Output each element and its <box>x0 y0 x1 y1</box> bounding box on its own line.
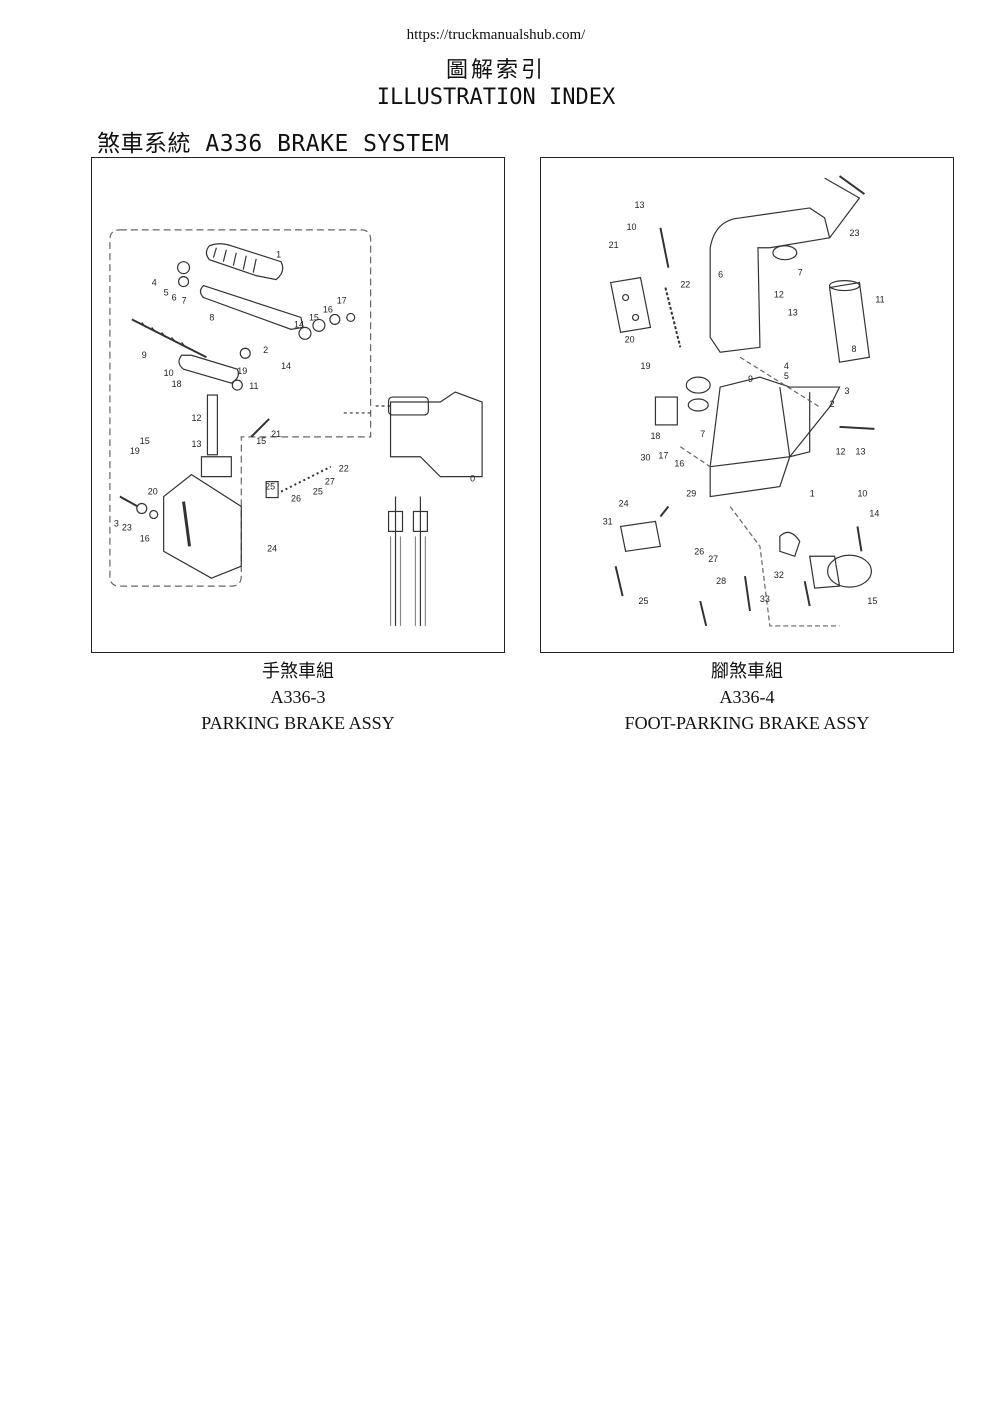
part-number-label: 3 <box>114 518 119 528</box>
part-number-label: 0 <box>470 474 475 484</box>
part-number-label: 5 <box>164 288 169 298</box>
part-number-label: 14 <box>294 319 304 329</box>
part-number-label: 22 <box>680 280 690 290</box>
part-number-label: 12 <box>836 447 846 457</box>
figure-code: A336-3 <box>270 687 326 707</box>
part-number-label: 26 <box>291 494 301 504</box>
part-number-label: 13 <box>635 200 645 210</box>
part-number-label: 2 <box>830 399 835 409</box>
part-number-label: 5 <box>784 371 789 381</box>
part-number-label: 13 <box>855 447 865 457</box>
part-number-label: 27 <box>325 477 335 487</box>
part-number-label: 15 <box>140 436 150 446</box>
part-number-label: 11 <box>875 294 884 304</box>
part-number-label: 11 <box>249 381 258 391</box>
part-number-label: 10 <box>857 489 867 499</box>
part-number-label: 3 <box>845 386 850 396</box>
part-number-label: 12 <box>774 290 784 300</box>
part-number-label: 17 <box>658 451 668 461</box>
part-number-label: 14 <box>281 361 291 371</box>
figure-code: A336-4 <box>719 687 775 707</box>
part-number-label: 10 <box>164 368 174 378</box>
part-number-label: 4 <box>152 278 157 288</box>
part-number-label: 4 <box>784 361 789 371</box>
figure-name-chinese: 手煞車組 <box>262 661 334 681</box>
part-number-label: 13 <box>192 439 202 449</box>
part-number-label: 20 <box>625 334 635 344</box>
part-number-label: 1 <box>276 250 281 260</box>
part-number-label: 1 <box>810 489 815 499</box>
part-number-label: 9 <box>142 350 147 360</box>
page-title-english: ILLUSTRATION INDEX <box>376 85 616 110</box>
part-number-label: 19 <box>641 361 651 371</box>
part-number-label: 23 <box>850 228 860 238</box>
part-number-label: 26 <box>694 546 704 556</box>
part-number-label: 28 <box>716 576 726 586</box>
part-number-label: 16 <box>323 304 333 314</box>
part-number-label: 6 <box>718 270 723 280</box>
figure-name-english: FOOT-PARKING BRAKE ASSY <box>624 713 870 733</box>
part-number-label: 24 <box>267 543 277 553</box>
page-title-chinese: 圖解索引 <box>445 58 546 83</box>
part-number-label: 10 <box>627 222 637 232</box>
part-number-label: 22 <box>339 464 349 474</box>
part-number-label: 25 <box>313 487 323 497</box>
part-number-label: 21 <box>271 429 281 439</box>
part-number-label: 21 <box>609 240 619 250</box>
section-title: 煞車系統 A336 BRAKE SYSTEM <box>97 131 450 157</box>
caption-parking-brake: 手煞車組 A336-3 PARKING BRAKE ASSY <box>91 658 505 736</box>
part-number-label: 25 <box>639 596 649 606</box>
source-url[interactable]: https://truckmanualshub.com/ <box>406 27 586 43</box>
part-number-label: 7 <box>182 295 187 305</box>
part-number-label: 17 <box>337 295 347 305</box>
part-number-label: 8 <box>851 344 856 354</box>
caption-foot-parking-brake: 腳煞車組 A336-4 FOOT-PARKING BRAKE ASSY <box>540 658 954 736</box>
part-number-label: 19 <box>237 366 247 376</box>
part-number-label: 6 <box>172 293 177 303</box>
part-number-label: 23 <box>122 522 132 532</box>
part-number-label: 7 <box>798 268 803 278</box>
part-number-label: 25 <box>265 482 275 492</box>
part-number-label: 15 <box>256 436 266 446</box>
part-number-label: 16 <box>674 459 684 469</box>
part-number-label: 18 <box>172 379 182 389</box>
part-number-label: 18 <box>650 431 660 441</box>
part-number-label: 30 <box>641 453 651 463</box>
part-number-label: 20 <box>148 487 158 497</box>
figure-name-chinese: 腳煞車組 <box>711 661 783 681</box>
part-number-label: 32 <box>774 570 784 580</box>
part-number-label: 16 <box>140 533 150 543</box>
part-number-label: 33 <box>760 594 770 604</box>
part-number-label: 31 <box>603 516 613 526</box>
part-number-label: 7 <box>700 429 705 439</box>
part-number-label: 24 <box>619 499 629 509</box>
part-number-label: 19 <box>130 446 140 456</box>
part-number-label: 29 <box>686 489 696 499</box>
part-number-label: 8 <box>209 312 214 322</box>
part-number-label: 27 <box>708 554 718 564</box>
part-number-label: 13 <box>788 307 798 317</box>
part-number-label: 14 <box>869 508 879 518</box>
figure-name-english: PARKING BRAKE ASSY <box>201 713 395 733</box>
part-number-label: 12 <box>192 413 202 423</box>
part-number-label: 2 <box>263 345 268 355</box>
part-number-label: 15 <box>309 312 319 322</box>
part-number-label: 15 <box>867 596 877 606</box>
part-number-label: 9 <box>748 374 753 384</box>
